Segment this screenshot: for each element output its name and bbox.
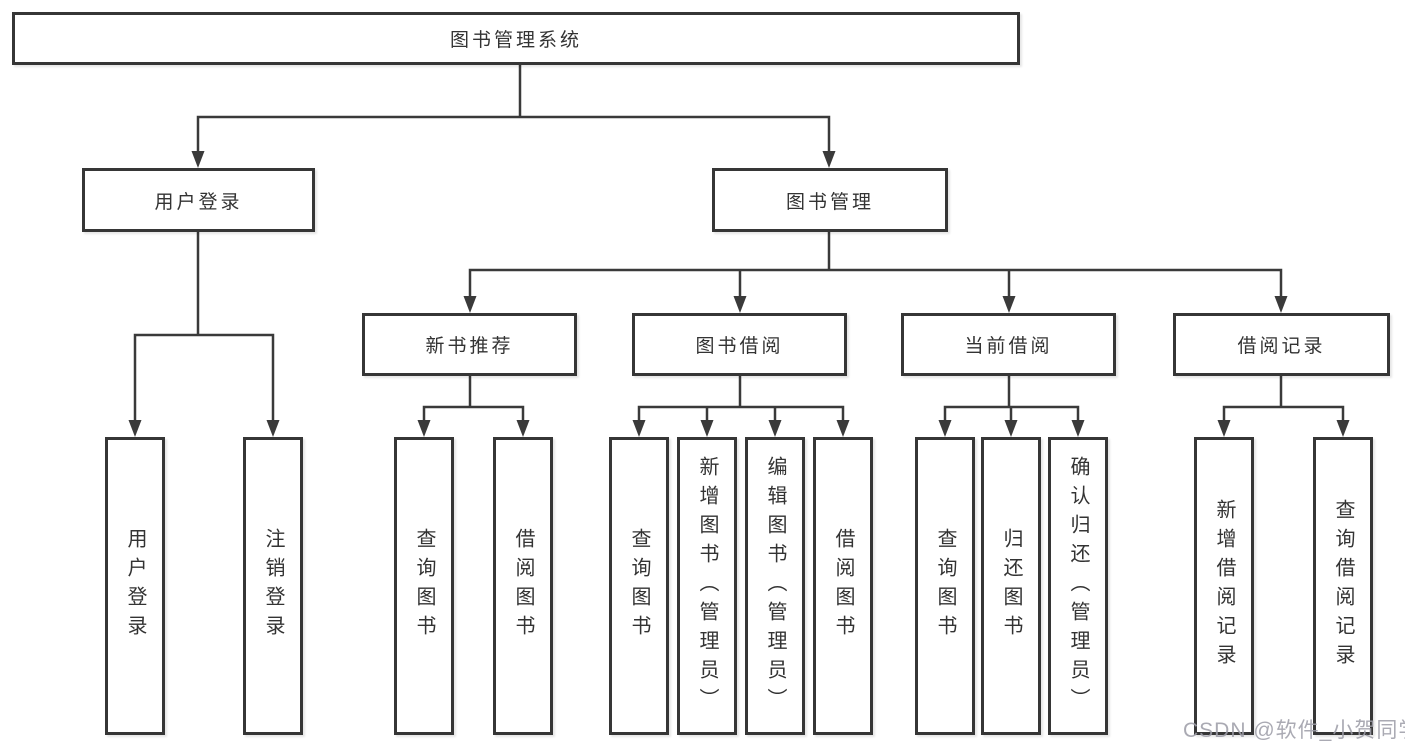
node-book-management-label: 图书管理 xyxy=(785,191,874,213)
node-current-borrow: 当前借阅 xyxy=(901,313,1116,376)
arrowheads xyxy=(128,151,1350,437)
node-current-borrow-label: 当前借阅 xyxy=(964,336,1053,357)
leaf-borrow-books-2-label: 借阅图书 xyxy=(832,528,854,644)
leaf-add-books-admin-label: 新增图书（管理员） xyxy=(696,455,718,717)
leaf-logout-label: 注销登录 xyxy=(262,528,284,644)
node-user-login: 用户登录 xyxy=(82,168,315,232)
node-user-login-label: 用户登录 xyxy=(154,191,243,213)
node-new-book-recommend-label: 新书推荐 xyxy=(425,336,514,357)
connector-current-borrow xyxy=(943,376,1080,422)
leaf-logout: 注销登录 xyxy=(243,437,303,735)
node-root-label: 图书管理系统 xyxy=(449,30,582,51)
node-borrow-record: 借阅记录 xyxy=(1173,313,1390,376)
node-book-borrow: 图书借阅 xyxy=(632,313,847,376)
leaf-borrow-books-1-label: 借阅图书 xyxy=(512,528,534,644)
leaf-return-books: 归还图书 xyxy=(981,437,1041,735)
connector-book-borrow xyxy=(637,376,845,422)
leaf-query-books-1-label: 查询图书 xyxy=(413,528,435,644)
leaf-add-borrow-record-label: 新增借阅记录 xyxy=(1213,499,1235,673)
node-borrow-record-label: 借阅记录 xyxy=(1237,336,1326,357)
leaf-query-books-3: 查询图书 xyxy=(915,437,975,735)
leaf-query-books-2: 查询图书 xyxy=(609,437,669,735)
leaf-user-login-label: 用户登录 xyxy=(124,528,146,644)
leaf-query-books-1: 查询图书 xyxy=(394,437,454,735)
leaf-edit-books-admin: 编辑图书（管理员） xyxy=(745,437,805,735)
leaf-borrow-books-1: 借阅图书 xyxy=(493,437,553,735)
leaf-query-books-2-label: 查询图书 xyxy=(628,528,650,644)
leaf-user-login: 用户登录 xyxy=(105,437,165,735)
csdn-watermark: CSDN @软件_小贺同学 xyxy=(1183,719,1405,742)
leaf-add-books-admin: 新增图书（管理员） xyxy=(677,437,737,735)
leaf-query-books-3-label: 查询图书 xyxy=(934,528,956,644)
connector-new-book-recommend xyxy=(422,376,525,422)
connector-user-login xyxy=(133,232,275,422)
node-book-borrow-label: 图书借阅 xyxy=(695,336,784,357)
leaf-query-borrow-record-label: 查询借阅记录 xyxy=(1332,499,1354,673)
leaf-return-books-label: 归还图书 xyxy=(1000,528,1022,644)
node-root: 图书管理系统 xyxy=(12,12,1020,65)
node-book-management: 图书管理 xyxy=(712,168,948,232)
leaf-edit-books-admin-label: 编辑图书（管理员） xyxy=(764,455,786,717)
connector-borrow-record xyxy=(1222,376,1345,422)
leaf-confirm-return-admin-label: 确认归还（管理员） xyxy=(1067,455,1089,717)
connector-book-management xyxy=(468,232,1283,298)
node-new-book-recommend: 新书推荐 xyxy=(362,313,577,376)
connector-root xyxy=(196,65,831,153)
leaf-confirm-return-admin: 确认归还（管理员） xyxy=(1048,437,1108,735)
leaf-add-borrow-record: 新增借阅记录 xyxy=(1194,437,1254,735)
leaf-query-borrow-record: 查询借阅记录 xyxy=(1313,437,1373,735)
leaf-borrow-books-2: 借阅图书 xyxy=(813,437,873,735)
